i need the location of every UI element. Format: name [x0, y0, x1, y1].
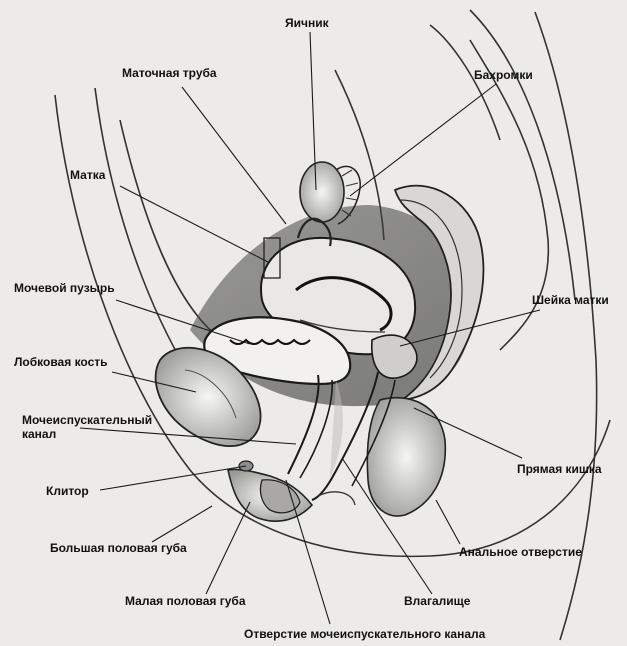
label-rectum: Прямая кишка [517, 462, 602, 476]
label-urethra-line2: канал [22, 427, 56, 441]
label-pubic-bone: Лобковая кость [14, 355, 108, 369]
label-urethra-line1: Мочеиспускательный [22, 413, 152, 427]
label-urethral-opening: Отверстие мочеиспускательного канала [244, 627, 485, 641]
label-labia-minora: Малая половая губа [125, 594, 246, 608]
ovary [300, 162, 344, 222]
label-anus: Анальное отверстие [459, 545, 582, 559]
label-bladder: Мочевой пузырь [14, 281, 115, 295]
label-ovary: Яичник [285, 16, 329, 30]
label-vagina: Влагалище [404, 594, 470, 608]
label-clitoris: Клитор [46, 484, 89, 498]
label-labia-majora: Большая половая губа [50, 541, 187, 555]
label-cervix: Шейка матки [532, 293, 609, 307]
label-fimbriae: Бахромки [474, 68, 533, 82]
anal-canal [367, 398, 445, 516]
label-uterus: Матка [70, 168, 105, 182]
label-fallopian-tube: Маточная труба [122, 66, 217, 80]
label-urethra: Мочеиспускательный канал [22, 413, 152, 441]
cervix [372, 335, 417, 378]
